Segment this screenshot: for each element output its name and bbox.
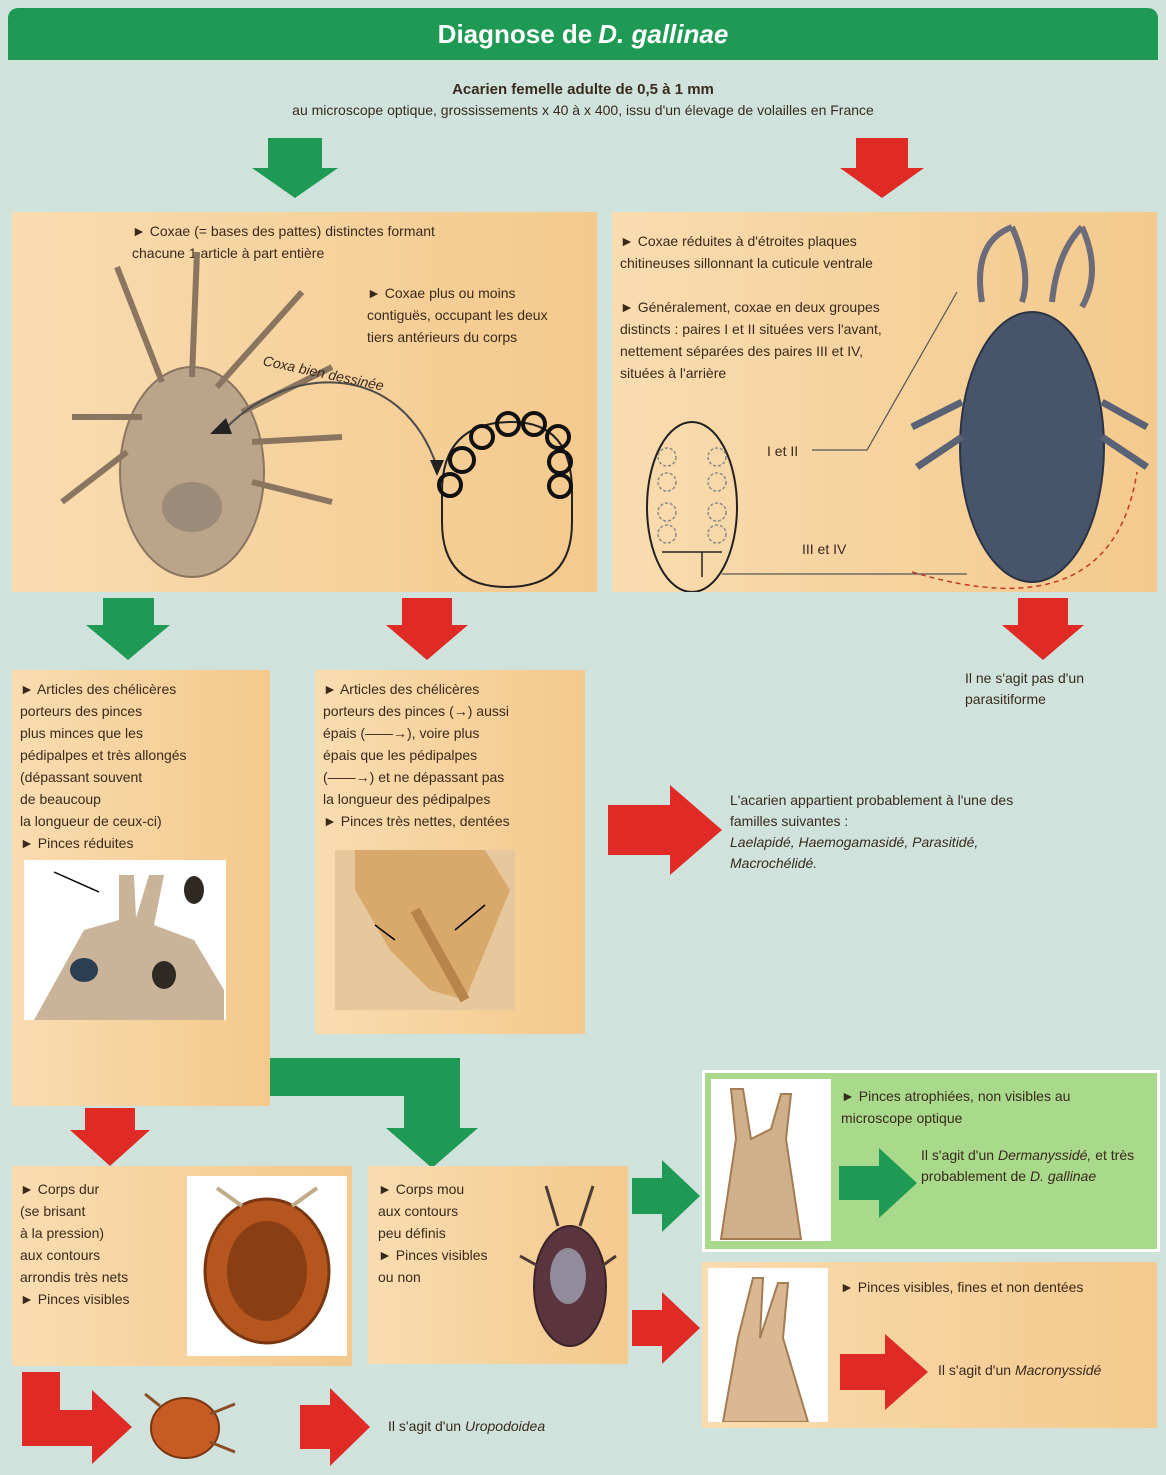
arrow-green-inner: [839, 1148, 919, 1218]
result-prefix: Il s'agit d'un: [938, 1362, 1011, 1378]
arrow-green-elbow: [270, 1058, 478, 1168]
result-family: Macronyssidé: [1015, 1362, 1101, 1378]
result-family: Dermanyssidé,: [998, 1147, 1091, 1163]
atrophied-chelicera-photo: [711, 1079, 831, 1241]
box-e-line: arrondis très nets: [20, 1266, 180, 1288]
families-intro: L'acarien appartient probablement à l'un…: [730, 790, 1040, 832]
arrow-green-right: [632, 1160, 700, 1232]
box-e-line: aux contours: [20, 1244, 180, 1266]
soft-mite-photo: [518, 1176, 618, 1356]
result-family: Uropodoidea: [465, 1418, 545, 1434]
arrow-red-right-bottom: [300, 1388, 370, 1466]
box-f-line: ► Corps mou: [378, 1178, 518, 1200]
families-list: Laelapidé, Haemogamasidé, Parasitidé, Ma…: [730, 832, 1040, 874]
box-e-line: ► Pinces visibles: [20, 1288, 180, 1310]
box-d-line: porteurs des pinces (→) aussi: [323, 700, 585, 722]
box-d-line: la longueur des pédipalpes: [323, 788, 585, 810]
arrow-red-right-families: [608, 785, 722, 875]
box-c-line: ► Articles des chélicères: [20, 678, 265, 700]
box-body-hard: ► Corps dur (se brisant à la pression) a…: [12, 1166, 352, 1366]
box-body-soft: ► Corps mou aux contours peu définis ► P…: [368, 1166, 628, 1364]
box-coxae-distinct: ► Coxae (= bases des pattes) distinctes …: [12, 212, 597, 592]
box-c-text: ► Articles des chélicères porteurs des p…: [20, 678, 265, 854]
box-f-line: ou non: [378, 1266, 518, 1288]
box-c-line: la longueur de ceux-ci): [20, 810, 265, 832]
box-f-line: ► Pinces visibles: [378, 1244, 518, 1266]
hard-mite-photo: [187, 1176, 347, 1356]
box-d-line: épais (——→), voire plus: [323, 722, 585, 744]
arrow-red-down-2: [386, 598, 468, 660]
label-pairs-back: III et IV: [802, 538, 846, 560]
arrow-red-down-3: [1002, 598, 1084, 660]
box-chelicera-thin: ► Articles des chélicères porteurs des p…: [12, 670, 270, 1106]
fine-chelicera-photo: [708, 1268, 828, 1422]
box-d-text: ► Articles des chélicères porteurs des p…: [323, 678, 585, 832]
box-e-line: (se brisant: [20, 1200, 180, 1222]
uropodoidea-result: Il s'agit d'un Uropodoidea: [388, 1416, 628, 1437]
result-species: D. gallinae: [1030, 1168, 1096, 1184]
box-d-line: épais que les pédipalpes: [323, 744, 585, 766]
box-e-line: ► Corps dur: [20, 1178, 180, 1200]
arrow-red-down-1: [840, 138, 924, 198]
box-c-line: (dépassant souvent: [20, 766, 265, 788]
dermanyssid-result: Il s'agit d'un Dermanyssidé, et très pro…: [921, 1145, 1151, 1187]
box-d-line: ► Pinces très nettes, dentées: [323, 810, 585, 832]
label-pairs-front: I et II: [767, 440, 798, 462]
result-prefix: Il s'agit d'un: [388, 1418, 461, 1434]
box-c-line: ► Pinces réduites: [20, 832, 265, 854]
box-g-text: ► Pinces atrophiées, non visibles au mic…: [841, 1085, 1141, 1129]
box-f-text: ► Corps mou aux contours peu définis ► P…: [378, 1178, 518, 1288]
box-e-line: à la pression): [20, 1222, 180, 1244]
mite-ventral-illustration: [12, 212, 597, 592]
arrow-red-right-h: [632, 1292, 700, 1364]
box-macronyssid: ► Pinces visibles, fines et non dentées …: [702, 1262, 1157, 1428]
box-e-text: ► Corps dur (se brisant à la pression) a…: [20, 1178, 180, 1310]
macronyssid-result: Il s'agit d'un Macronyssidé: [938, 1360, 1153, 1381]
arrow-red-inner: [840, 1332, 930, 1412]
box-d-line: (——→) et ne dépassant pas: [323, 766, 585, 788]
box-f-line: peu définis: [378, 1222, 518, 1244]
result-prefix: Il s'agit d'un: [921, 1147, 994, 1163]
box-coxae-reduced: ► Coxae réduites à d'étroites plaques ch…: [612, 212, 1157, 592]
box-f-line: aux contours: [378, 1200, 518, 1222]
arrow-green-down-1: [252, 138, 338, 198]
box-c-line: de beaucoup: [20, 788, 265, 810]
chelicera-thick-photo: [335, 850, 515, 1010]
box-c-line: porteurs des pinces: [20, 700, 265, 722]
box-dermanyssid: ► Pinces atrophiées, non visibles au mic…: [702, 1070, 1160, 1252]
box-h-text: ► Pinces visibles, fines et non dentées: [840, 1276, 1150, 1298]
box-c-line: plus minces que les: [20, 722, 265, 744]
arrow-red-down-4: [70, 1108, 150, 1166]
arrow-red-elbow: [22, 1372, 132, 1464]
arrow-green-down-2: [86, 598, 170, 660]
families-conclusion: L'acarien appartient probablement à l'un…: [730, 790, 1040, 874]
box-c-line: pédipalpes et très allongés: [20, 744, 265, 766]
chelicera-thin-photo: [24, 860, 226, 1020]
box-chelicera-thick: ► Articles des chélicères porteurs des p…: [315, 670, 585, 1034]
conclusion-parasitiforme: Il ne s'agit pas d'un parasitiforme: [965, 668, 1135, 710]
mite-dorsal-illustration: [612, 212, 1157, 592]
box-d-line: ► Articles des chélicères: [323, 678, 585, 700]
uropodoidea-mite-photo: [140, 1386, 240, 1466]
